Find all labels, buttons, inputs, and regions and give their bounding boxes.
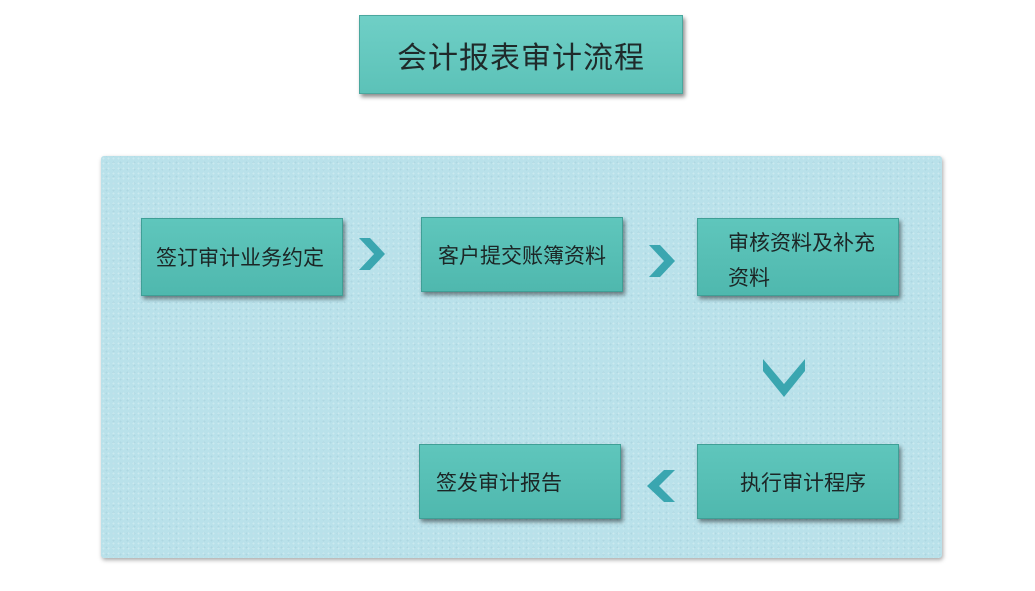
step-issue-report: 签发审计报告 <box>419 444 621 519</box>
step-label: 审核资料及补充资料 <box>728 231 875 290</box>
step-client-submit-books: 客户提交账簿资料 <box>421 217 623 292</box>
chevron-right-icon <box>647 243 677 279</box>
title-box: 会计报表审计流程 <box>359 15 683 94</box>
step-label: 客户提交账簿资料 <box>438 243 606 268</box>
page-title: 会计报表审计流程 <box>397 40 645 76</box>
chevron-down-icon <box>761 357 807 399</box>
step-review-materials: 审核资料及补充资料 <box>697 218 899 296</box>
step-sign-engagement: 签订审计业务约定 <box>141 218 343 296</box>
step-perform-procedures: 执行审计程序 <box>697 444 899 519</box>
chevron-left-icon <box>645 468 677 504</box>
step-label: 签发审计报告 <box>436 470 562 495</box>
step-label: 执行审计程序 <box>740 470 866 495</box>
chevron-right-icon <box>357 236 387 272</box>
step-label: 签订审计业务约定 <box>156 246 324 270</box>
